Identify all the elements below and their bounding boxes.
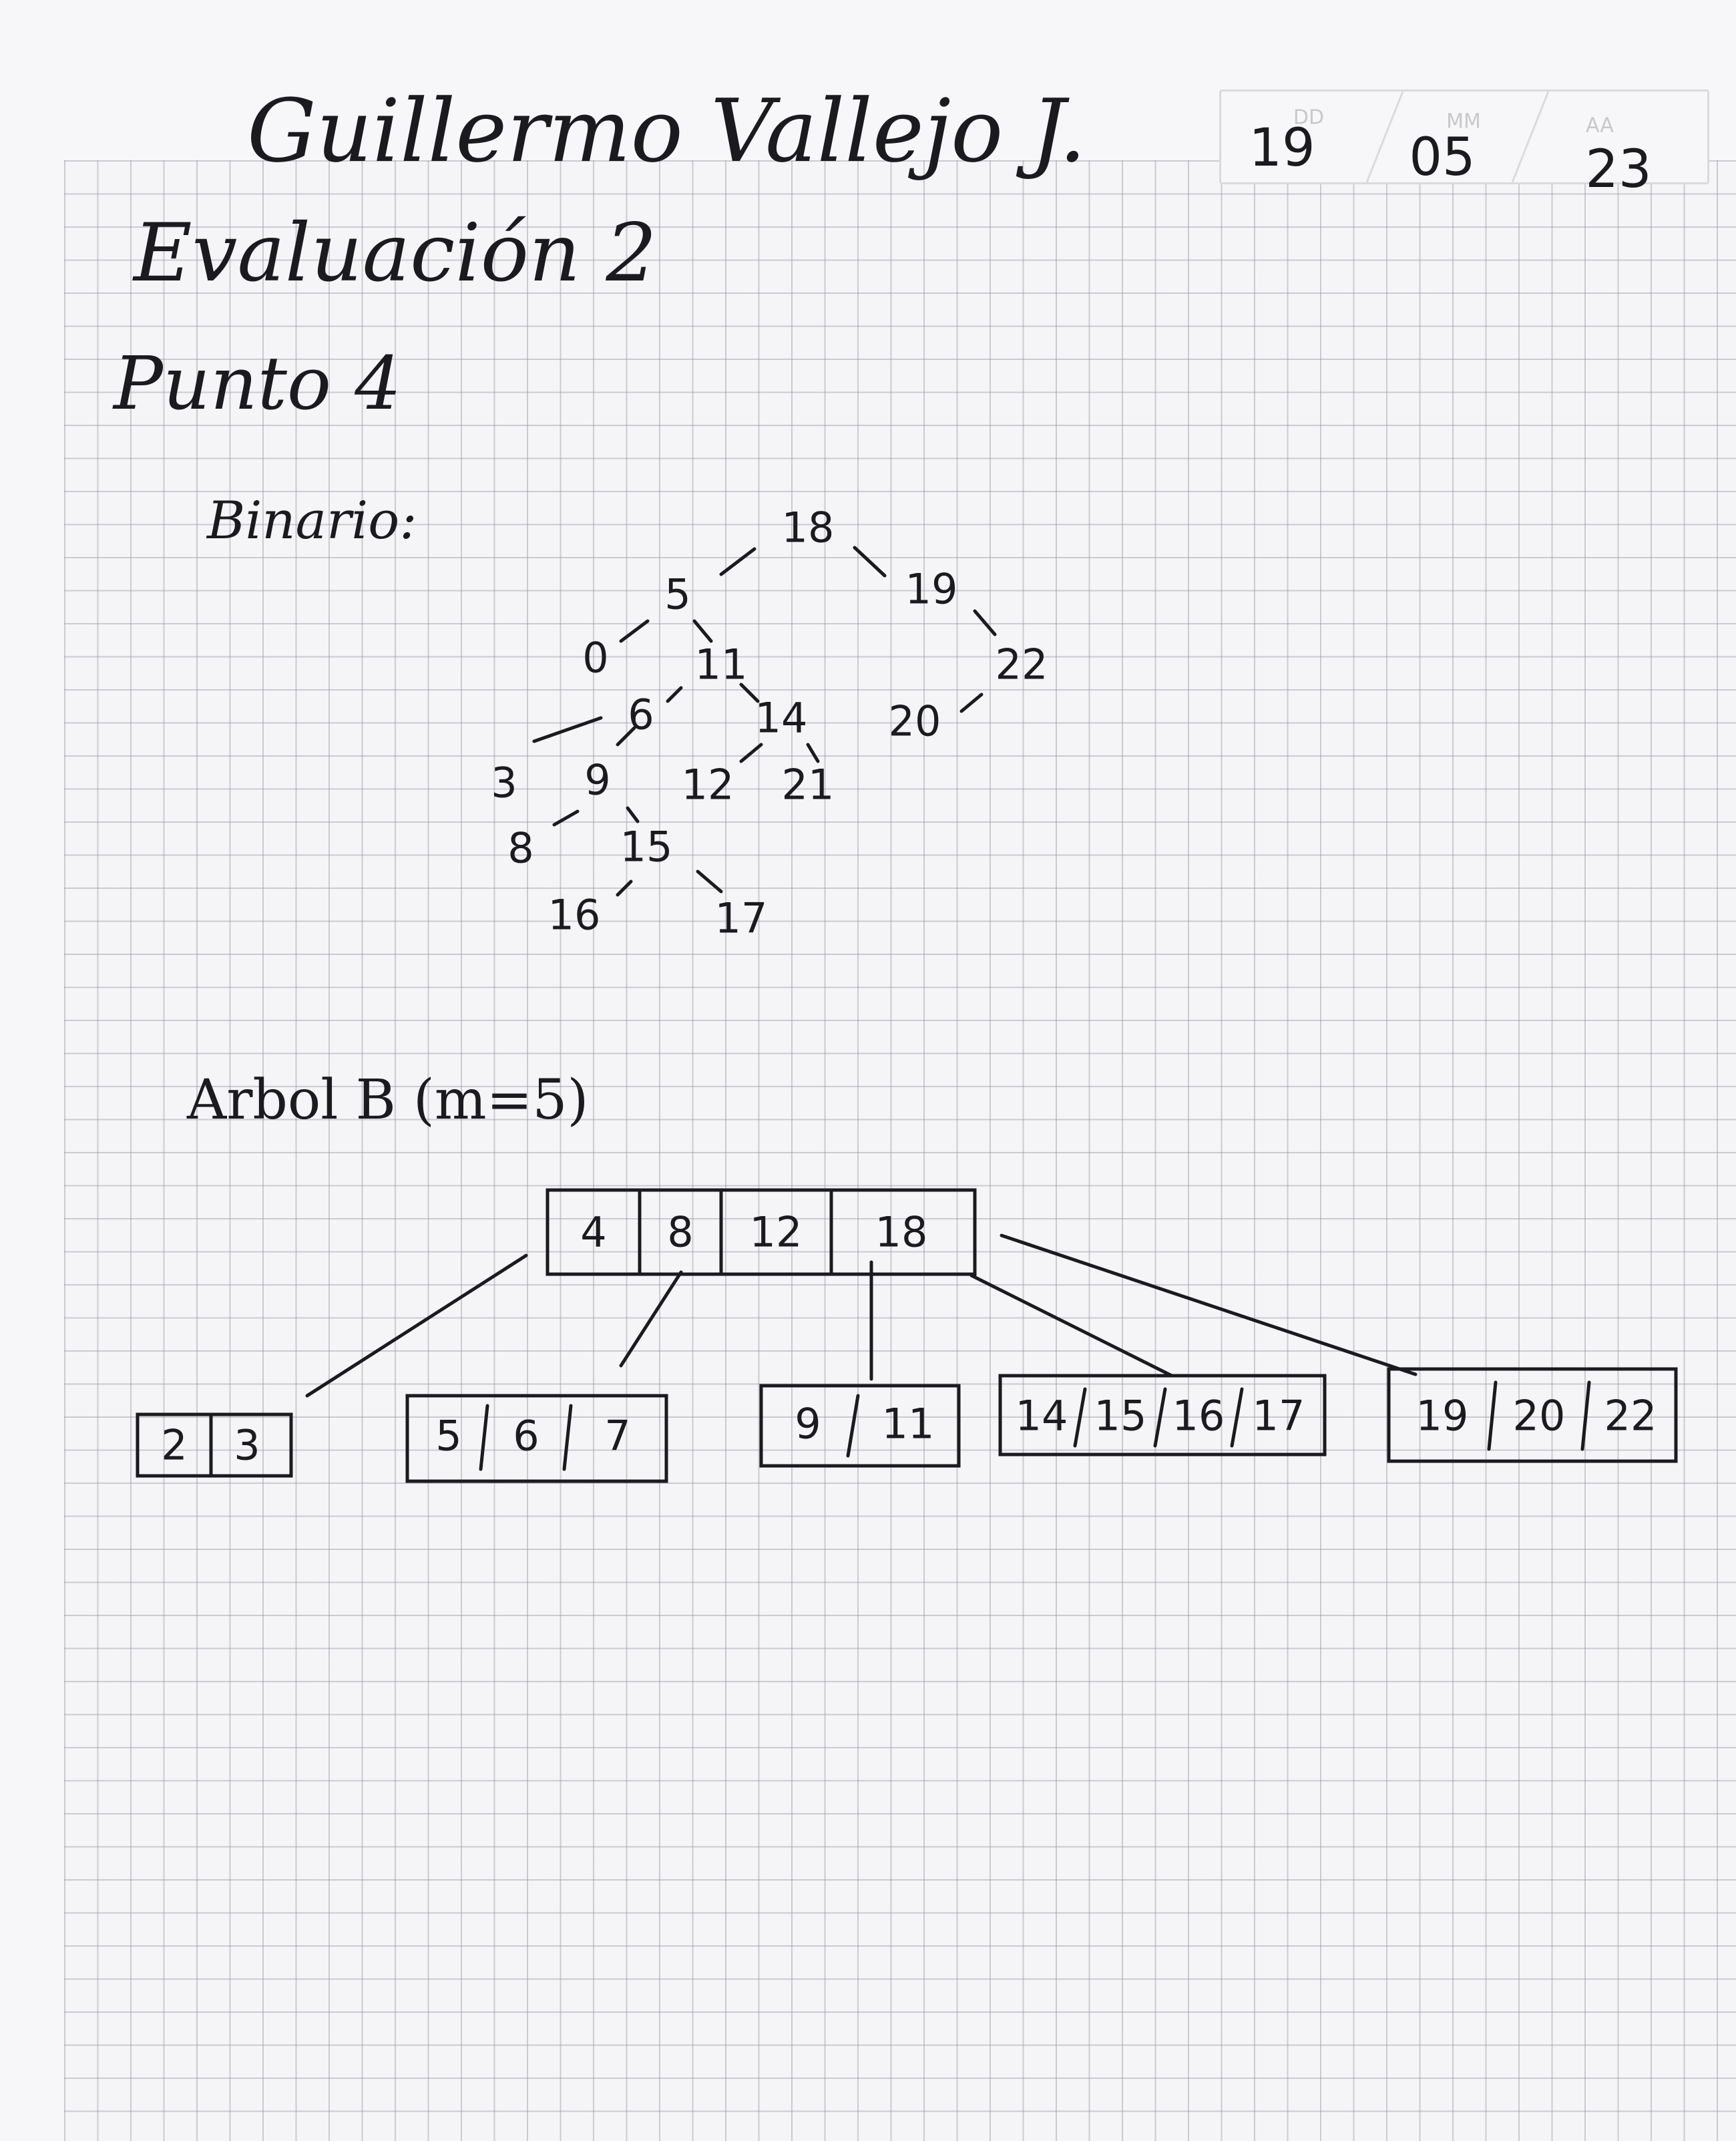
btree-leaf-key: 11 [881,1399,935,1448]
binding-ring [0,875,29,904]
edge-19-22 [973,609,997,636]
tree-node: 22 [995,640,1048,689]
edge-11-14 [739,683,760,703]
edge-22-20 [959,693,984,713]
tree-node: 9 [584,755,611,805]
btree-leaf-key: 6 [513,1411,539,1461]
tree-node: 16 [548,890,601,940]
date-aa-value: 23 [1585,140,1652,200]
binding-ring [0,1035,29,1064]
btree-leaf-key: 22 [1604,1391,1657,1440]
edge-9-15 [626,806,640,823]
evaluation-title: Evaluación 2 [134,207,657,300]
btree-leaf-key: 3 [234,1420,260,1470]
btree-leaf-key: 9 [795,1399,821,1448]
btree-label: Arbol B (m=5) [187,1068,589,1132]
binding-ring [0,47,29,76]
binding-ring [0,1676,29,1706]
binding-ring [0,554,29,584]
btree-leaf-key: 15 [1094,1391,1147,1440]
date-mm-label: MM [1446,110,1481,134]
btree-root-key: 4 [580,1207,607,1257]
btree-leaf-key: 17 [1252,1391,1305,1440]
edge-9-8 [552,809,580,827]
btree-leaf-2-box [405,1394,668,1483]
binding-ring [0,234,29,263]
binding-ring [0,1836,29,1866]
tree-node: 21 [781,760,835,809]
btree-pointer-5 [1000,1233,1418,1376]
tree-node: 17 [714,894,768,943]
date-mm-value: 05 [1409,128,1476,188]
edge-6-9 [616,726,636,747]
date-dd-label: DD [1293,106,1325,130]
binding-ring [0,1516,29,1545]
edge-6-3 [532,716,603,743]
btree-leaf-key: 19 [1416,1391,1469,1440]
tree-node: 3 [491,758,517,807]
btree-leaf-key: 7 [604,1411,631,1461]
point-title: Punto 4 [114,341,402,426]
edge-14-21 [806,743,820,763]
btree-pointer-1 [305,1253,528,1398]
tree-node: 0 [582,633,609,683]
btree-leaf-3-box [759,1384,961,1468]
btree-pointer-2 [619,1270,683,1368]
edge-18-19 [853,546,887,578]
btree-leaf-key: 5 [435,1411,462,1461]
tree-node: 19 [905,564,958,614]
edge-18-5 [719,547,756,576]
btree-root-box [546,1188,977,1276]
edge-15-16 [616,880,633,897]
btree-root-key: 12 [749,1207,803,1257]
tree-node: 6 [628,690,654,739]
date-dividers [1365,91,1550,182]
binding-ring [0,394,29,423]
tree-node: 14 [754,693,808,743]
edge-11-6 [666,686,683,703]
edge-5-0 [619,619,650,643]
binding-ring [0,715,29,744]
tree-node: 11 [694,640,748,689]
tree-node: 12 [681,760,734,809]
tree-node: 18 [781,503,835,552]
btree-leaf-key: 20 [1512,1391,1566,1440]
tree-node: 5 [664,570,691,619]
binding-ring [0,1195,29,1225]
date-aa-label: AA [1586,114,1614,138]
date-box [1219,89,1709,184]
binding-ring [0,1356,29,1385]
binding-ring [0,127,29,156]
btree-root-key: 8 [667,1207,694,1257]
tree-node: 8 [507,823,534,873]
tree-node: 20 [888,697,941,746]
btree-leaf-key: 14 [1015,1391,1068,1440]
tree-node: 15 [620,822,673,871]
date-dd-value: 19 [1249,118,1315,178]
binary-tree-label: Binario: [207,491,417,551]
edge-14-12 [739,743,763,763]
binding-ring [0,1997,29,2026]
btree-leaf-key: 2 [161,1420,188,1470]
btree-root-key: 18 [875,1207,928,1257]
student-name: Guillermo Vallejo J. [247,80,1087,182]
edge-15-17 [696,869,723,894]
btree-leaf-1-box [136,1412,293,1478]
btree-leaf-5-box [1387,1367,1678,1463]
btree-leaf-4-box [998,1374,1327,1456]
btree-pointer-4 [969,1274,1174,1378]
btree-leaf-key: 16 [1172,1391,1225,1440]
edge-5-11 [692,619,713,643]
